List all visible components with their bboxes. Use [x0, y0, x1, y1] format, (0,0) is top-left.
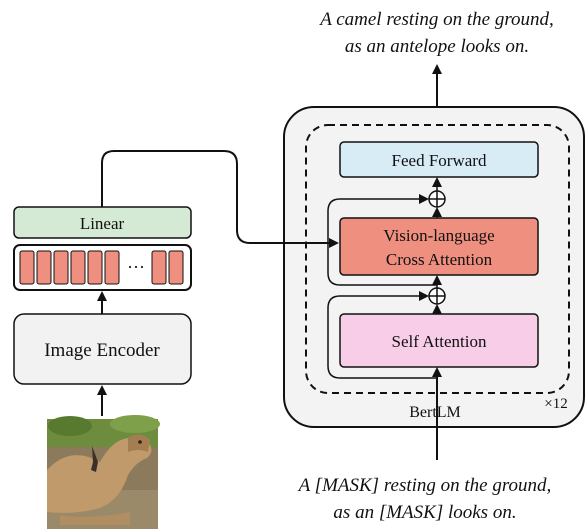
visual-token — [53, 250, 69, 285]
linear-label: Linear — [80, 214, 125, 233]
input-caption-line1: A [MASK] resting on the ground, — [297, 475, 552, 496]
token-ellipsis: ··· — [127, 257, 145, 277]
visual-token — [70, 250, 86, 285]
visual-token — [104, 250, 120, 285]
bertlm-label: BertLM — [409, 404, 461, 421]
visual-token — [168, 250, 184, 285]
token-row — [19, 250, 184, 285]
visual-token — [87, 250, 103, 285]
image-encoder-label: Image Encoder — [44, 340, 160, 361]
linear-to-cross-attention-arrow — [101, 150, 339, 248]
visual-token — [36, 250, 52, 285]
add-node-lower — [428, 287, 446, 305]
visual-token — [151, 250, 167, 285]
visual-token — [19, 250, 35, 285]
residual-loop-lower — [327, 291, 437, 379]
feed-forward-label: Feed Forward — [392, 151, 487, 170]
add-node-upper — [428, 190, 446, 208]
output-caption-line2: as an antelope looks on. — [345, 36, 529, 57]
cross-attention-label-line2: Cross Attention — [386, 250, 493, 269]
self-attention-label: Self Attention — [392, 332, 487, 351]
input-caption-line2: as an [MASK] looks on. — [333, 502, 516, 523]
bertlm-layer-dashed-box — [305, 124, 570, 394]
cross-attention-label-line1: Vision-language — [383, 226, 494, 245]
image-encoder-block — [13, 313, 192, 385]
input-image-camel — [47, 415, 160, 529]
repeat-label: ×12 — [544, 396, 567, 412]
output-caption-line1: A camel resting on the ground, — [318, 9, 554, 30]
